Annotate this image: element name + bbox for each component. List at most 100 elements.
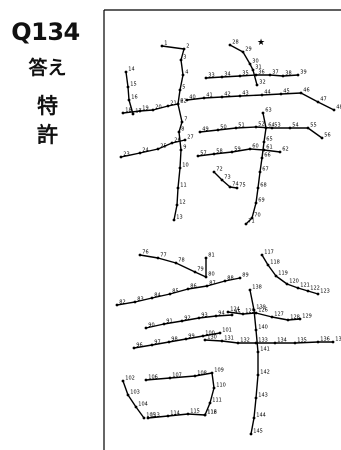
dot-number: 9 xyxy=(183,145,186,151)
dot xyxy=(183,138,187,142)
dot-number: 58 xyxy=(216,149,222,155)
dot-number: 1 xyxy=(164,41,167,47)
dot-number: 35 xyxy=(242,71,248,77)
dot xyxy=(252,416,256,420)
dot-number: 44 xyxy=(264,90,270,96)
dot-number: 110 xyxy=(216,383,226,389)
dot xyxy=(204,76,208,80)
dot xyxy=(262,148,266,152)
dot xyxy=(279,92,283,96)
dot-number: 12 xyxy=(179,200,185,206)
dot-number: 62 xyxy=(282,147,288,153)
dot-number: 2 xyxy=(186,44,189,50)
dot-number: 101 xyxy=(222,328,232,334)
dot xyxy=(204,275,208,279)
dot xyxy=(264,126,268,130)
dot xyxy=(316,292,320,296)
dot xyxy=(254,125,258,129)
dot xyxy=(156,256,160,260)
dot-number: 49 xyxy=(202,127,208,133)
dot xyxy=(203,338,207,342)
dot xyxy=(241,50,245,54)
dot xyxy=(203,413,207,417)
dot xyxy=(138,151,142,155)
dot-number: 112 xyxy=(207,410,217,416)
dot-number: 96 xyxy=(136,343,142,349)
dot xyxy=(196,154,200,158)
dot-number: 127 xyxy=(274,312,284,318)
dot-number: 122 xyxy=(310,286,320,292)
dot-number: 111 xyxy=(212,398,222,404)
dot-number: 67 xyxy=(262,167,268,173)
dot-number: 99 xyxy=(188,334,194,340)
dot xyxy=(261,111,265,115)
dot xyxy=(146,416,150,420)
dot-number: 61 xyxy=(266,145,272,151)
dot-number: 133 xyxy=(258,338,268,344)
dot-number: 97 xyxy=(154,340,160,346)
dot-number: 120 xyxy=(289,279,299,285)
dot xyxy=(179,148,183,152)
dot xyxy=(230,150,234,154)
dot xyxy=(131,112,135,116)
dot-number: 82 xyxy=(119,300,125,306)
dot xyxy=(126,85,130,89)
connecting-line-1 xyxy=(161,45,185,221)
connecting-line-16 xyxy=(122,380,145,419)
dot xyxy=(168,292,172,296)
dot-number: 95 xyxy=(234,310,240,316)
dot-number: 91 xyxy=(166,319,172,325)
dot xyxy=(197,316,201,320)
dot xyxy=(180,120,184,124)
dot-number: 52 xyxy=(258,122,264,128)
dot xyxy=(166,104,170,108)
dot xyxy=(212,386,216,390)
star-icon: ★ xyxy=(257,38,265,48)
connecting-line-20 xyxy=(227,311,301,321)
dot xyxy=(260,253,264,257)
dot-number: 103 xyxy=(130,390,140,396)
dot-number: 137 xyxy=(335,337,341,343)
connected-lines xyxy=(116,44,335,435)
dot xyxy=(121,111,125,115)
dot-number: 64 xyxy=(268,123,274,129)
dot xyxy=(254,311,258,315)
dot-number: 42 xyxy=(224,92,230,98)
dot xyxy=(234,126,238,130)
dot xyxy=(150,343,154,347)
dot-number: 16 xyxy=(131,95,137,101)
dot xyxy=(256,186,260,190)
dot-number: 4 xyxy=(185,70,188,76)
dot-number: 108 xyxy=(197,371,207,377)
dot xyxy=(298,317,302,321)
answer-text: 特 許 xyxy=(37,94,58,147)
dot-number: 126 xyxy=(258,308,268,314)
dot-number: 100 xyxy=(205,331,215,337)
dot xyxy=(238,276,242,280)
dot-number: 115 xyxy=(190,409,200,415)
dot-number: 47 xyxy=(320,97,326,103)
dot-number: 45 xyxy=(283,89,289,95)
side-panel: Q134 答え 特 許 xyxy=(0,18,95,150)
dot xyxy=(286,318,290,322)
dot xyxy=(115,303,119,307)
dot-number: 24 xyxy=(142,148,148,154)
dot xyxy=(212,170,216,174)
dot xyxy=(254,328,258,332)
dot-number: 6 xyxy=(180,99,183,105)
dot xyxy=(273,341,277,345)
dot-number: 10 xyxy=(182,163,188,169)
dot-number: 29 xyxy=(245,47,251,53)
dot xyxy=(144,378,148,382)
dot xyxy=(174,261,178,265)
dot xyxy=(274,274,278,278)
connecting-line-13 xyxy=(116,277,241,306)
dot-number: 83 xyxy=(137,297,143,303)
dot-number: 60 xyxy=(252,144,258,150)
dot xyxy=(208,401,212,405)
dot-number: 19 xyxy=(142,106,148,112)
dot-number: 48 xyxy=(336,105,341,111)
dot xyxy=(306,126,310,130)
